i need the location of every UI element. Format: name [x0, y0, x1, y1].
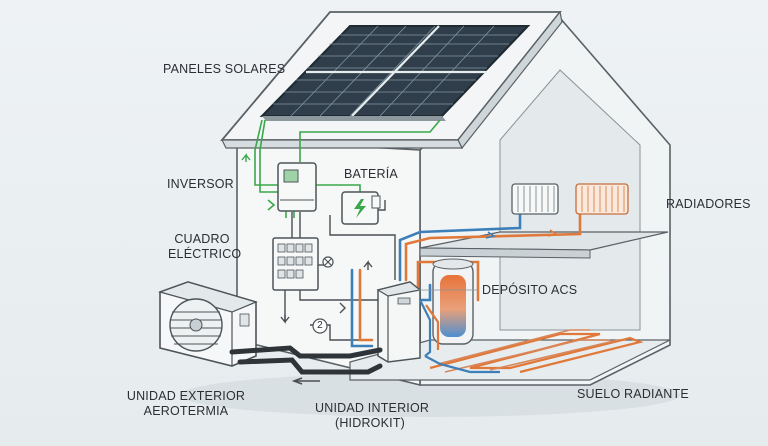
- indoor-unit: [376, 281, 422, 363]
- label-unidad-interior-line1: UNIDAD INTERIOR: [315, 401, 430, 415]
- lightning-icon: [354, 199, 366, 218]
- battery: [341, 191, 381, 225]
- switch-icon: [322, 256, 334, 268]
- radiator-left: [511, 183, 559, 215]
- electric-lines: [254, 119, 441, 218]
- solar-panels: [259, 25, 531, 121]
- roof-eave: [221, 139, 463, 149]
- electrical-panel: [272, 237, 319, 291]
- label-unidad-interior-line2: (HIDROKIT): [334, 416, 406, 430]
- label-unidad-interior: UNIDAD INTERIOR (HIDROKIT): [315, 401, 430, 431]
- radiator-right: [575, 183, 629, 215]
- arrow-icon: [267, 199, 276, 211]
- label-cuadro-line2: ELÉCTRICO: [168, 247, 242, 261]
- label-deposito-acs: DEPÓSITO ACS: [482, 283, 578, 297]
- arrow-icon: [339, 302, 346, 314]
- arrow-icon: [241, 153, 251, 162]
- circle-number-bg: [312, 318, 328, 334]
- label-suelo-radiante: SUELO RADIANTE: [577, 387, 689, 401]
- arrow-icon: [280, 315, 290, 324]
- underfloor-heating: [419, 299, 644, 374]
- label-paneles-solares: PANELES SOLARES: [163, 62, 286, 76]
- outdoor-unit: [158, 281, 258, 367]
- label-unidad-exterior-line1: UNIDAD EXTERIOR: [126, 389, 246, 403]
- label-cuadro-line1: CUADRO: [174, 232, 230, 246]
- label-bateria: BATERÍA: [344, 167, 398, 181]
- dhw-tank: [432, 258, 474, 345]
- label-inversor: INVERSOR: [167, 177, 234, 191]
- arrow-icon: [485, 231, 496, 239]
- upper-floor-edge: [419, 247, 591, 259]
- arrow-icon: [363, 260, 373, 270]
- inverter: [277, 162, 317, 212]
- label-unidad-exterior-line2: AEROTERMIA: [143, 404, 229, 418]
- refrigerant-pipes: [229, 345, 383, 375]
- arrow-icon: [547, 229, 558, 237]
- label-radiadores: RADIADORES: [666, 197, 751, 211]
- label-cuadro-electrico: CUADRO ELÉCTRICO: [168, 232, 242, 262]
- circle-number: 2: [317, 320, 323, 331]
- label-unidad-exterior: UNIDAD EXTERIOR AEROTERMIA: [120, 389, 252, 419]
